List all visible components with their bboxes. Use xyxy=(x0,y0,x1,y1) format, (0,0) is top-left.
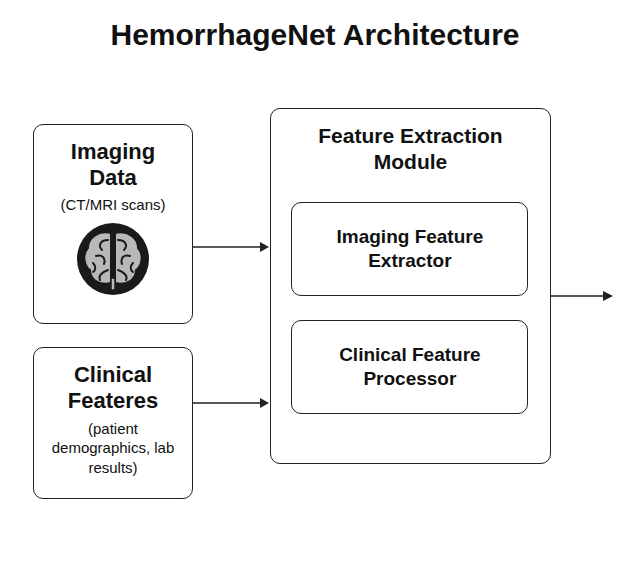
connector-arrow xyxy=(193,242,269,252)
box-heading: Imaging Feature Extractor xyxy=(310,225,510,274)
input-box: Imaging Data (CT/MRI scans) xyxy=(33,124,193,324)
brain-icon xyxy=(77,223,149,295)
box-heading: Imaging Data xyxy=(53,139,173,192)
module-box: Feature Extraction ModuleImaging Feature… xyxy=(270,108,551,464)
box-heading: Clinical Feateres xyxy=(48,362,178,415)
box-heading: Feature Extraction Module xyxy=(291,123,531,176)
process-box: Clinical Feature Processor xyxy=(291,320,528,414)
box-heading: Clinical Feature Processor xyxy=(310,343,510,392)
output-arrow xyxy=(551,291,613,301)
box-subtext: (CT/MRI scans) xyxy=(61,196,166,215)
input-box: Clinical Feateres(patient demographics, … xyxy=(33,347,193,499)
process-box: Imaging Feature Extractor xyxy=(291,202,528,296)
box-subtext: (patient demographics, lab results) xyxy=(48,419,178,478)
connector-arrow xyxy=(193,398,269,408)
diagram-title: HemorrhageNet Architecture xyxy=(0,18,630,52)
